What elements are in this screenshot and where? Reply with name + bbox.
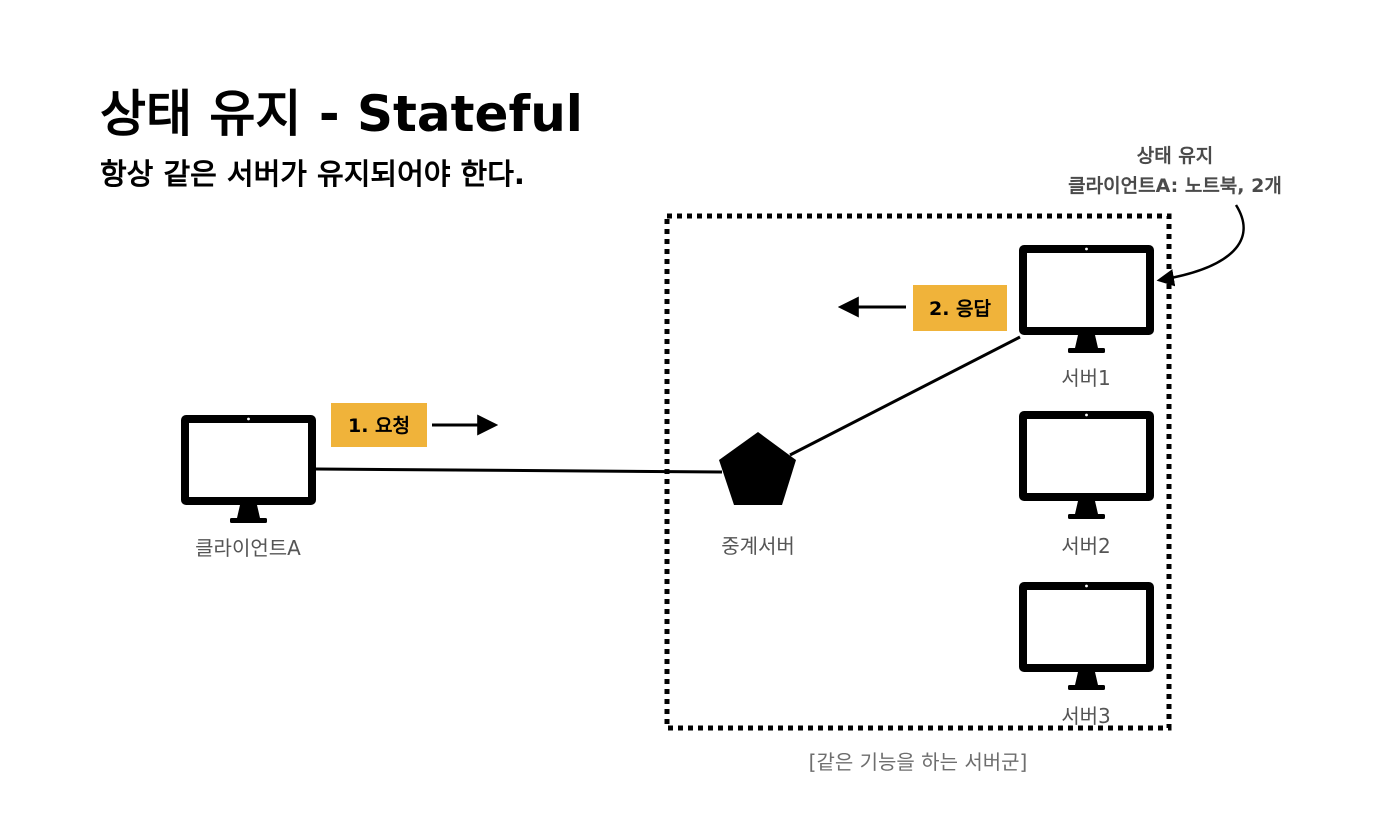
response-badge (913, 285, 1007, 331)
server3-label: 서버3 (1061, 704, 1111, 728)
client-to-proxy-line (315, 467, 723, 474)
monitor-icon (1019, 582, 1154, 690)
state-note-line2: 클라이언트A: 노트북, 2개 (1068, 175, 1282, 197)
proxy-label: 중계서버 (721, 534, 795, 558)
monitor-icon (1019, 411, 1154, 519)
server1-monitor (1019, 245, 1154, 353)
server1-label: 서버1 (1061, 366, 1111, 390)
pentagon-icon (719, 432, 796, 505)
response-badge-label: 2. 응답 (929, 298, 992, 320)
page-subtitle: 항상 같은 서버가 유지되어야 한다. (100, 157, 525, 191)
client-monitor (181, 415, 316, 523)
state-note-line1: 상태 유지 (1137, 145, 1214, 167)
request-badge (331, 403, 427, 447)
monitor-icon (1019, 245, 1154, 353)
page-title: 상태 유지 - Stateful (100, 85, 583, 143)
server2-label: 서버2 (1061, 534, 1111, 558)
proxy-to-server1-line (789, 335, 1021, 457)
state-note-arrow-icon (1156, 204, 1245, 287)
server-group-caption: [같은 기능을 하는 서버군] (809, 750, 1028, 774)
server2-monitor (1019, 411, 1154, 519)
request-badge-label: 1. 요청 (348, 415, 410, 437)
client-label: 클라이언트A (195, 536, 301, 560)
monitor-icon (181, 415, 316, 523)
server3-monitor (1019, 582, 1154, 690)
